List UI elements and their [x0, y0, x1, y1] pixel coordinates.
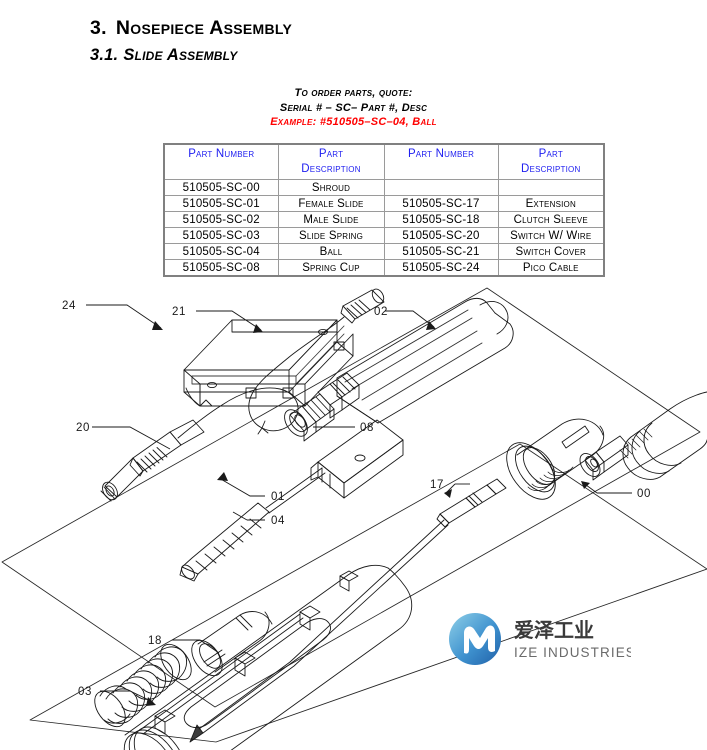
part-pico-cable: [100, 288, 385, 502]
column-header-part-number-1: Part Number: [163, 143, 279, 180]
cell-part-description: Female Slide: [277, 195, 385, 212]
column-header-line-1: Part: [538, 148, 563, 160]
callout-label-21: 21: [172, 306, 186, 318]
callout-label-18: 18: [148, 635, 162, 647]
section-subtitle-number: 3.1.: [90, 46, 119, 64]
cell-part-description: Shroud: [277, 179, 385, 196]
column-header-part-description-1: Part Description: [277, 143, 385, 180]
part-clutch-sleeve: [191, 611, 273, 677]
leader-line-03: [100, 690, 154, 703]
logo-english-text: IZE INDUSTRIES: [514, 645, 631, 660]
column-header-line-1: Part Number: [188, 148, 255, 160]
sleeve-threads: [527, 466, 574, 491]
part-female-slide: [317, 297, 514, 424]
section-subtitle: 3.1.Slide Assembly: [90, 46, 237, 65]
callout-label-08: 08: [360, 422, 374, 434]
cell-part-number: 510505-SC-21: [383, 243, 499, 260]
leader-line-20: [92, 426, 171, 450]
order-instructions: To order parts, quote: Serial # – SC– Pa…: [0, 86, 707, 130]
company-logo: 爱泽工业 IZE INDUSTRIES: [446, 611, 631, 673]
leader-line-18: [172, 639, 220, 654]
leader-line-02: [385, 310, 435, 328]
reference-plane-lower: [29, 443, 707, 743]
leader-line-04: [232, 519, 265, 750]
cell-part-number: 510505-SC-18: [383, 211, 499, 228]
cell-part-number: 510505-SC-04: [163, 243, 279, 260]
cell-part-number: 510505-SC-02: [163, 211, 279, 228]
cell-part-number: 510505-SC-00: [163, 179, 279, 196]
column-header-line-1: Part Number: [407, 148, 475, 160]
callout-label-03: 03: [78, 686, 92, 698]
page-title-text: Nosepiece Assembly: [115, 17, 293, 39]
cell-part-description: Ball: [277, 243, 385, 260]
parts-table: Part Number Part Description Part Number…: [163, 143, 605, 277]
order-instruction-line-2: Serial # – SC– Part #, Desc: [279, 101, 428, 114]
column-header-line-1: Part: [318, 148, 344, 160]
section-subtitle-text: Slide Assembly: [123, 46, 238, 64]
part-male-slide: [123, 564, 413, 750]
cell-part-description: Clutch Sleeve: [497, 211, 605, 228]
table-row: 510505-SC-08 Spring Cup 510505-SC-24 Pic…: [163, 259, 605, 277]
logo-chinese-text: 爱泽工业: [514, 618, 594, 642]
leader-line-04-seg2: [232, 511, 248, 521]
cell-part-description: Extension: [497, 195, 605, 212]
part-spring-cup: [284, 393, 335, 442]
page-title-number: 3.: [90, 17, 107, 39]
cell-part-number: 510505-SC-08: [163, 259, 279, 277]
cell-part-number: [383, 179, 499, 196]
cell-part-description: Pico Cable: [497, 259, 605, 277]
callout-label-01: 01: [271, 491, 285, 503]
cell-part-number: 510505-SC-17: [383, 195, 499, 212]
callout-label-24: 24: [62, 300, 76, 312]
callout-label-02: 02: [374, 306, 388, 318]
cell-part-description: Male Slide: [277, 211, 385, 228]
part-slide-spring: [94, 643, 192, 728]
cell-part-description: [497, 179, 605, 196]
column-header-line-2: Description: [521, 162, 581, 175]
leader-line-01: [218, 477, 265, 497]
cell-part-number: 510505-SC-20: [383, 227, 499, 244]
table-row: 510505-SC-02 Male Slide 510505-SC-18 Clu…: [163, 211, 605, 228]
cell-part-description: Slide Spring: [277, 227, 385, 244]
logo-mark: [449, 613, 501, 665]
page-title: 3. Nosepiece Assembly: [90, 17, 292, 40]
table-row: 510505-SC-03 Slide Spring 510505-SC-20 S…: [163, 227, 605, 244]
cell-part-number: 510505-SC-01: [163, 195, 279, 212]
leader-line-24: [86, 304, 162, 329]
column-header-part-description-2: Part Description: [497, 143, 605, 180]
cell-part-description: Spring Cup: [277, 259, 385, 277]
table-row: 510505-SC-04 Ball 510505-SC-21 Switch Co…: [163, 243, 605, 260]
order-instruction-example: Example: #510505–SC–04, Ball: [270, 116, 437, 129]
leader-line-04b: [234, 520, 266, 750]
cell-part-description: Switch W/ Wire: [497, 227, 605, 244]
callout-label-00: 00: [637, 488, 651, 500]
cell-part-description: Switch Cover: [497, 243, 605, 260]
part-switch-cover: [183, 319, 354, 407]
part-shroud-body: [579, 391, 707, 481]
callout-label-04: 04: [271, 515, 285, 527]
part-switch-with-wire: [179, 419, 404, 582]
table-row: 510505-SC-00 Shroud: [163, 179, 605, 196]
spring-coils: [105, 646, 188, 724]
exploded-assembly-drawing: 24 02 21 20 08 01 04 17 00 18 03: [0, 272, 707, 750]
column-header-line-2: Description: [301, 162, 361, 175]
order-instruction-line-1: To order parts, quote:: [294, 87, 413, 99]
cell-part-number: 510505-SC-03: [163, 227, 279, 244]
column-header-part-number-2: Part Number: [383, 143, 499, 180]
callout-label-17: 17: [430, 479, 444, 491]
part-extension: [189, 478, 507, 743]
leader-line-21: [196, 310, 262, 331]
table-row: 510505-SC-01 Female Slide 510505-SC-17 E…: [163, 195, 605, 212]
table-header-row: Part Number Part Description Part Number…: [163, 143, 605, 180]
reference-plane-upper: [1, 287, 701, 708]
callout-label-20: 20: [76, 422, 90, 434]
